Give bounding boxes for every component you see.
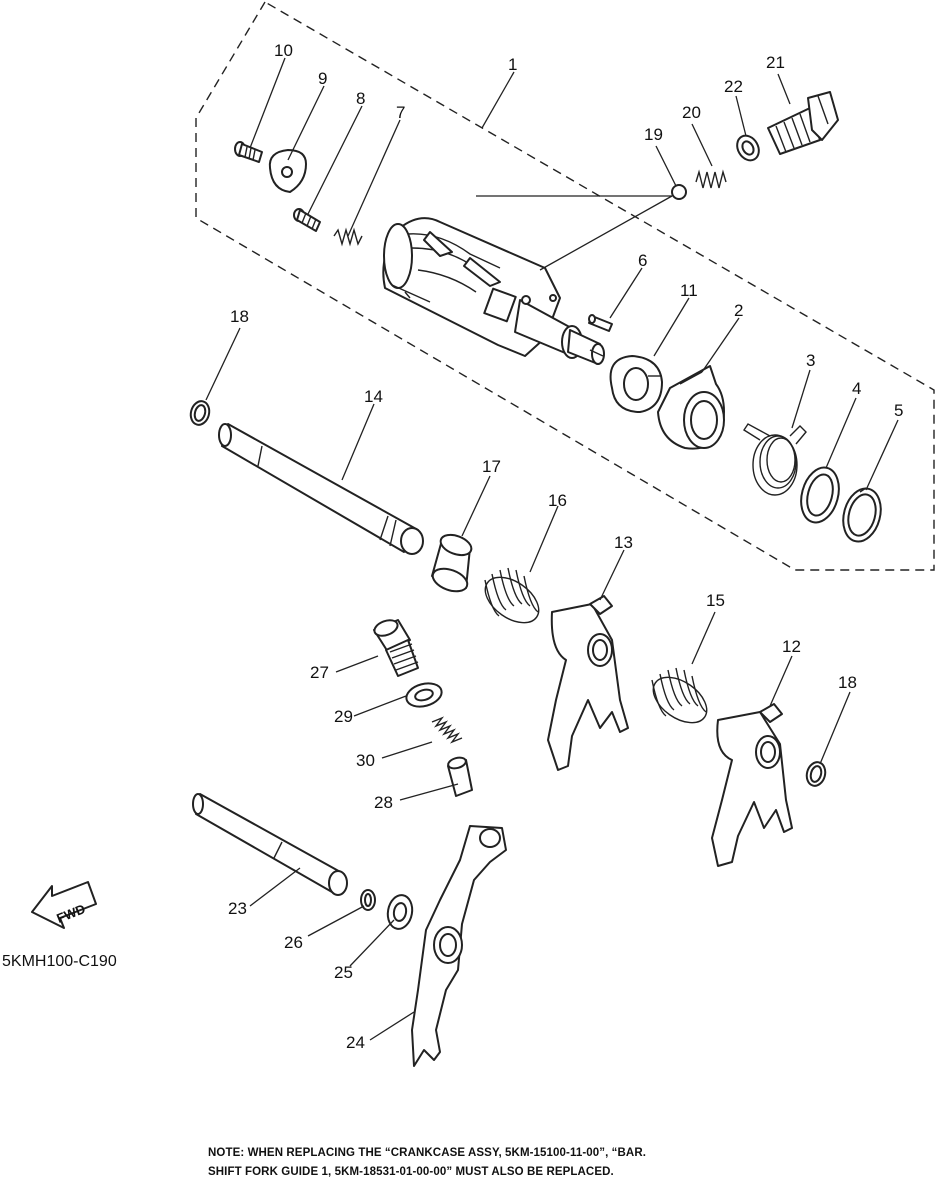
part-28-pin — [447, 756, 473, 797]
part-16-spring — [484, 567, 540, 624]
part-1-shift-drum — [382, 217, 605, 365]
callout-25: 25 — [334, 963, 353, 982]
callout-2: 2 — [734, 301, 743, 320]
callout-24: 24 — [346, 1033, 365, 1052]
callout-27: 27 — [310, 663, 329, 682]
part-18-circlip-lower — [805, 761, 827, 787]
callout-20: 20 — [682, 103, 701, 122]
part-20-spring — [695, 169, 727, 189]
part-11-washer — [609, 355, 663, 413]
part-7-spring — [333, 227, 363, 247]
callout-9: 9 — [318, 69, 327, 88]
callout-30: 30 — [356, 751, 375, 770]
callout-17: 17 — [482, 457, 501, 476]
part-6-pin — [588, 314, 613, 332]
part-15-spring — [651, 667, 708, 724]
note-line-2: SHIFT FORK GUIDE 1, 5KM-18531-01-00-00” … — [208, 1166, 614, 1178]
callout-14: 14 — [364, 387, 383, 406]
part-22-washer — [736, 134, 760, 162]
part-10-screw — [234, 141, 263, 163]
part-14-shift-fork-shaft — [218, 423, 424, 555]
fwd-arrow-icon: FWD — [31, 881, 97, 929]
part-24-shift-fork — [411, 825, 507, 1067]
part-26-circlip — [360, 889, 376, 911]
callout-8: 8 — [356, 89, 365, 108]
note-line-1: NOTE: WHEN REPLACING THE “CRANKCASE ASSY… — [208, 1147, 647, 1159]
callout-4: 4 — [852, 379, 861, 398]
part-5-circlip — [842, 487, 882, 543]
part-21-plug-bolt — [767, 91, 839, 155]
part-18-circlip-upper — [189, 400, 211, 426]
replacement-note: NOTE: WHEN REPLACING THE “CRANKCASE ASSY… — [208, 1144, 848, 1182]
part-3-torsion-spring — [743, 423, 807, 496]
callout-18-lower: 18 — [838, 673, 857, 692]
callout-13: 13 — [614, 533, 633, 552]
callout-12: 12 — [782, 637, 801, 656]
part-29-washer — [405, 682, 443, 708]
part-30-spring — [431, 716, 463, 744]
part-27-bolt — [373, 619, 419, 677]
part-19-ball — [671, 184, 687, 200]
callout-19: 19 — [644, 125, 663, 144]
callout-3: 3 — [806, 351, 815, 370]
callout-10: 10 — [274, 41, 293, 60]
part-12-shift-fork — [711, 703, 793, 867]
part-23-shaft — [192, 793, 348, 896]
callout-29: 29 — [334, 707, 353, 726]
assembly-boundary — [195, 1, 935, 571]
callout-6: 6 — [638, 251, 647, 270]
callout-labels: 1 2 3 4 5 6 7 8 9 10 11 12 13 14 15 16 1… — [228, 41, 903, 1052]
callout-21: 21 — [766, 53, 785, 72]
part-8-pin — [293, 208, 321, 232]
part-9-plate — [268, 149, 307, 193]
callout-7: 7 — [396, 103, 405, 122]
part-13-shift-fork — [547, 595, 629, 771]
callout-5: 5 — [894, 401, 903, 420]
part-4-washer — [800, 466, 840, 524]
callout-16: 16 — [548, 491, 567, 510]
callout-1: 1 — [508, 55, 517, 74]
callout-18-upper: 18 — [230, 307, 249, 326]
callout-11: 11 — [680, 281, 698, 300]
callout-22: 22 — [724, 77, 743, 96]
part-17-bushing — [431, 533, 473, 593]
leader-lines — [205, 57, 899, 1041]
callout-26: 26 — [284, 933, 303, 952]
diagram-code: 5KMH100-C190 — [2, 953, 117, 970]
callout-28: 28 — [374, 793, 393, 812]
callout-23: 23 — [228, 899, 247, 918]
part-2-shift-arm — [657, 365, 725, 450]
callout-15: 15 — [706, 591, 725, 610]
